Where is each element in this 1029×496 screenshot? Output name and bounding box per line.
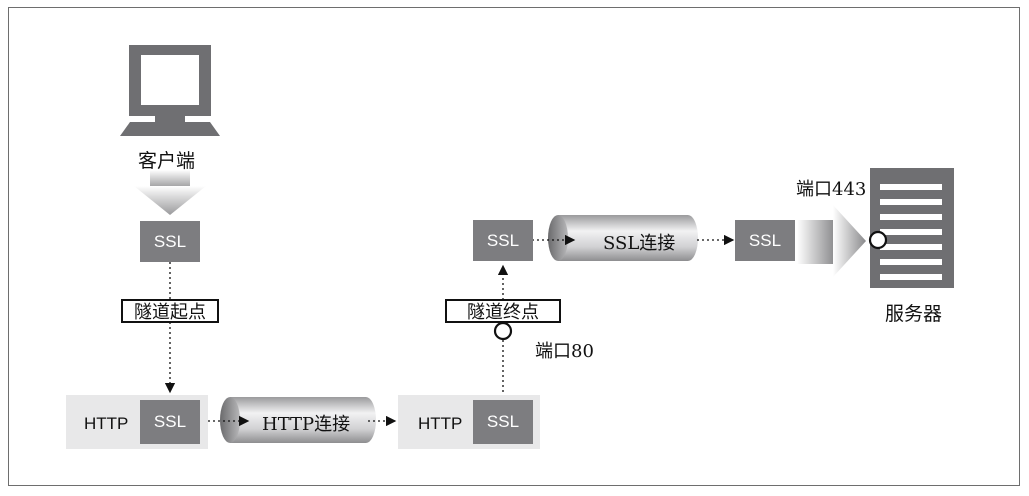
- http-label-left: HTTP: [84, 414, 129, 433]
- client-label: 客户端: [138, 150, 196, 172]
- server-icon: [870, 168, 954, 288]
- ssl-connection-label: SSL连接: [603, 233, 676, 254]
- port-443-label: 端口443: [796, 179, 867, 200]
- client-down-arrow: [134, 170, 206, 215]
- client-ssl-box: SSL: [140, 221, 200, 262]
- port-443-marker: [868, 230, 888, 250]
- port-80-marker: [493, 321, 513, 341]
- tunnel-end-ssl-box: SSL: [473, 220, 533, 261]
- http-label-right: HTTP: [418, 414, 463, 433]
- http-tube: [220, 397, 376, 443]
- ssl-tube: [548, 215, 698, 261]
- ssl-box-right: SSL: [473, 400, 533, 444]
- server-right-arrow: [797, 205, 866, 277]
- port-80-label: 端口80: [535, 341, 594, 362]
- tunnel-start-label: 隧道起点: [121, 299, 219, 323]
- tunnel-end-label: 隧道终点: [445, 299, 561, 323]
- ssl-box-left: SSL: [140, 400, 200, 444]
- http-connection-label: HTTP连接: [262, 414, 351, 435]
- server-label: 服务器: [885, 303, 943, 325]
- computer-icon: [120, 45, 220, 136]
- server-ssl-box: SSL: [735, 220, 795, 261]
